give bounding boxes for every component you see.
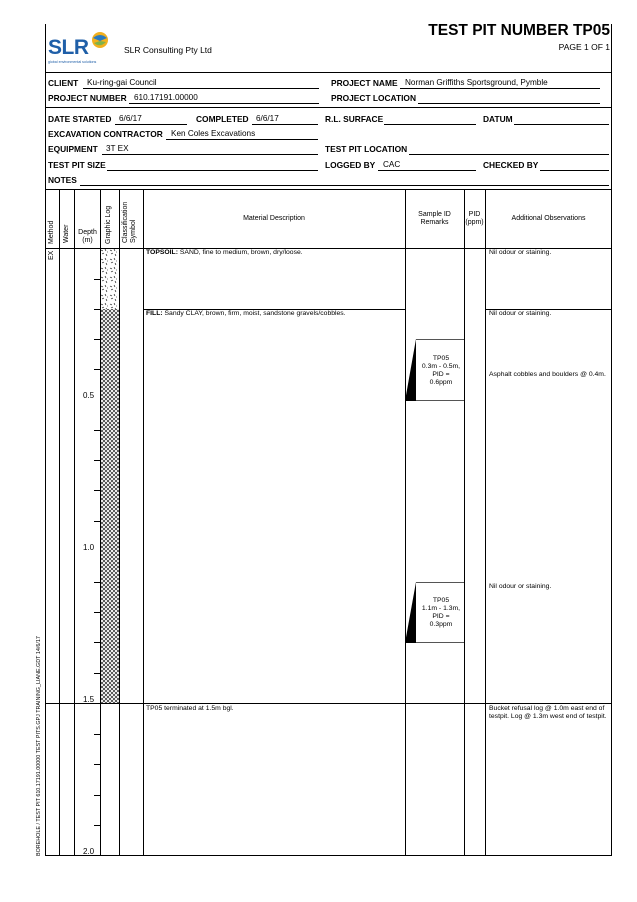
col-additional-observations: Additional Observations [511, 215, 586, 222]
checked-by-label: CHECKED BY [483, 160, 539, 170]
layer-fill-name: FILL: [146, 310, 163, 317]
logged-by-value: CAC [383, 160, 401, 169]
sample-2-depth: 1.1m - 1.3m, [421, 605, 461, 612]
equipment-label: EQUIPMENT [48, 144, 98, 154]
logged-by-label: LOGGED BY [325, 160, 376, 170]
page-number: PAGE 1 OF 1 [558, 42, 610, 52]
observation-topsoil: Nil odour or staining. [489, 249, 552, 256]
depth-label-1-0: 1.0 [83, 543, 95, 552]
col-sample-line1: Sample ID [418, 211, 451, 218]
datum-label: DATUM [483, 114, 513, 124]
notes-label: NOTES [48, 175, 77, 185]
table-top-border [45, 189, 612, 190]
depth-label-0-5: 0.5 [83, 391, 95, 400]
client-label: CLIENT [48, 78, 79, 88]
company-name: SLR Consulting Pty Ltd [124, 45, 212, 55]
project-location-label: PROJECT LOCATION [331, 93, 416, 103]
observation-fill: Nil odour or staining. [489, 310, 552, 317]
completed-value: 6/6/17 [256, 114, 279, 123]
col-pid-line1: PID [468, 211, 481, 218]
project-name-value: Norman Griffiths Sportsground, Pymble [405, 78, 548, 87]
logo-globe-icon [92, 32, 108, 48]
form-frame [45, 24, 612, 856]
sample-1-pid-label: PID = [432, 371, 450, 378]
logo-text: SLR [48, 36, 89, 59]
sample-marker-2 [405, 582, 416, 643]
completed-label: COMPLETED [196, 114, 249, 124]
date-started-value: 6/6/17 [119, 114, 142, 123]
logo-tagline: global environmental solutions [48, 60, 97, 64]
observation-asphalt: Asphalt cobbles and boulders @ 0.4m. [489, 371, 606, 378]
col-material-description: Material Description [243, 215, 305, 222]
col-depth-line2: (m) [82, 237, 93, 244]
termination-text: TP05 terminated at 1.5m bgl. [146, 705, 234, 712]
equipment-value: 3T EX [106, 144, 129, 153]
graphic-log-topsoil [100, 248, 119, 309]
col-water: Water [63, 224, 70, 243]
company-logo: SLR global environmental solutions [48, 30, 118, 70]
header-divider [45, 72, 612, 73]
sample-1-pid-value: 0.6ppm [429, 379, 453, 386]
sample-2-pid-label: PID = [432, 613, 450, 620]
layer-fill-description: FILL: Sandy CLAY, brown, firm, moist, sa… [146, 310, 402, 318]
layer-topsoil-name: TOPSOIL: [146, 249, 178, 256]
col-pid: PID (ppm) [464, 211, 485, 227]
sample-marker-1 [405, 339, 416, 401]
observation-refusal: Bucket refusal log @ 1.0m east end of te… [489, 705, 607, 720]
col-sample-line2: Remarks [420, 219, 449, 226]
col-graphic-log: Graphic Log [105, 205, 112, 244]
header-divider-2 [45, 107, 612, 108]
client-value: Ku-ring-gai Council [87, 78, 157, 87]
observation-nil-lower: Nil odour or staining. [489, 583, 552, 590]
depth-label-2-0: 2.0 [83, 847, 95, 856]
table-header-border [45, 248, 612, 249]
test-pit-size-label: TEST PIT SIZE [48, 160, 106, 170]
sample-2-id: TP05 [432, 597, 450, 604]
sample-1-id: TP05 [432, 355, 450, 362]
graphic-log-fill [100, 309, 119, 703]
col-sample: Sample ID Remarks [405, 211, 464, 227]
project-number-value: 610.17191.00000 [134, 93, 198, 102]
page-title: TEST PIT NUMBER TP05 [428, 22, 610, 39]
date-started-label: DATE STARTED [48, 114, 112, 124]
rl-surface-label: R.L. SURFACE [325, 114, 384, 124]
method-value: EX [48, 250, 55, 260]
excavation-contractor-label: EXCAVATION CONTRACTOR [48, 129, 163, 139]
sample-2-remarks: TP05 1.1m - 1.3m, PID = 0.3ppm [416, 597, 466, 629]
project-number-label: PROJECT NUMBER [48, 93, 127, 103]
project-name-label: PROJECT NAME [331, 78, 398, 88]
sample-1-remarks: TP05 0.3m - 0.5m, PID = 0.6ppm [416, 355, 466, 387]
col-pid-line2: (ppm) [465, 219, 484, 226]
test-pit-location-label: TEST PIT LOCATION [325, 144, 408, 154]
sample-2-pid-value: 0.3ppm [429, 621, 453, 628]
termination-line [45, 703, 612, 704]
excavation-contractor-value: Ken Coles Excavations [171, 129, 256, 138]
layer-topsoil-description: TOPSOIL: SAND, fine to medium, brown, dr… [146, 249, 402, 257]
side-file-label: BOREHOLE / TEST PIT 610.17191.00000 TEST… [36, 636, 42, 856]
col-depth: Depth (m) [75, 229, 100, 245]
sample-1-depth: 0.3m - 0.5m, [421, 363, 461, 370]
layer-fill-text: Sandy CLAY, brown, firm, moist, sandston… [164, 310, 346, 317]
col-depth-line1: Depth [78, 229, 97, 236]
col-classification-2: Symbol [130, 219, 137, 243]
col-method: Method [48, 220, 55, 244]
layer-topsoil-text: SAND, fine to medium, brown, dry/loose. [179, 249, 303, 256]
depth-label-1-5: 1.5 [83, 695, 95, 704]
col-classification-1: Classification [122, 201, 129, 243]
